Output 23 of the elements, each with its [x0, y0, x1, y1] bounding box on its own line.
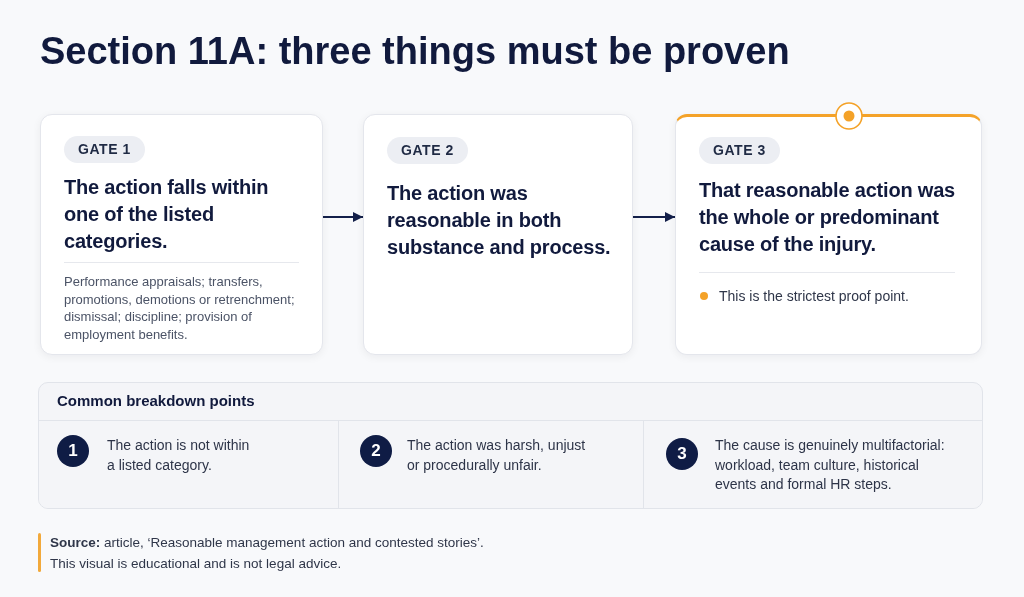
gate-card — [40, 114, 323, 355]
breakdown-text: The action is not within a listed category. — [107, 436, 251, 475]
step-number: 3 — [666, 438, 698, 470]
card-description: Performance appraisals; transfers, promotions, demotions or retrenchment; dismissal; discipline; provision of employment benefits. — [64, 273, 296, 343]
source-note: This visual is educational and is not legal advice. — [50, 555, 343, 573]
breakdown-text: The action was harsh, unjust or procedurally unfair. — [407, 436, 587, 475]
breakdown-text: The cause is genuinely multifactorial: workload, team culture, historical events and formal HR steps. — [715, 436, 946, 494]
arrow — [322, 212, 364, 222]
gate-tag: GATE 1 — [64, 136, 145, 163]
breakdown-column — [643, 421, 982, 508]
card-heading: The action was reasonable in both substance and process. — [387, 181, 612, 260]
source-note: Source: article, ‘Reasonable management action and contested stories’. — [50, 534, 484, 552]
gate-tag: GATE 3 — [699, 137, 780, 164]
card-heading: The action falls within one of the listed categories. — [64, 175, 270, 254]
breakdown-panel — [38, 382, 983, 509]
gate-tag: GATE 2 — [387, 137, 468, 164]
gate-card — [363, 114, 633, 355]
card-heading: That reasonable action was the whole or predominant cause of the injury. — [699, 178, 956, 257]
note-text: This is the strictest proof point. — [719, 287, 909, 306]
step-number: 1 — [57, 435, 89, 467]
page-title: Section 11A: three things must be proven — [40, 29, 790, 74]
step-number: 2 — [360, 435, 392, 467]
arrow — [632, 212, 676, 222]
